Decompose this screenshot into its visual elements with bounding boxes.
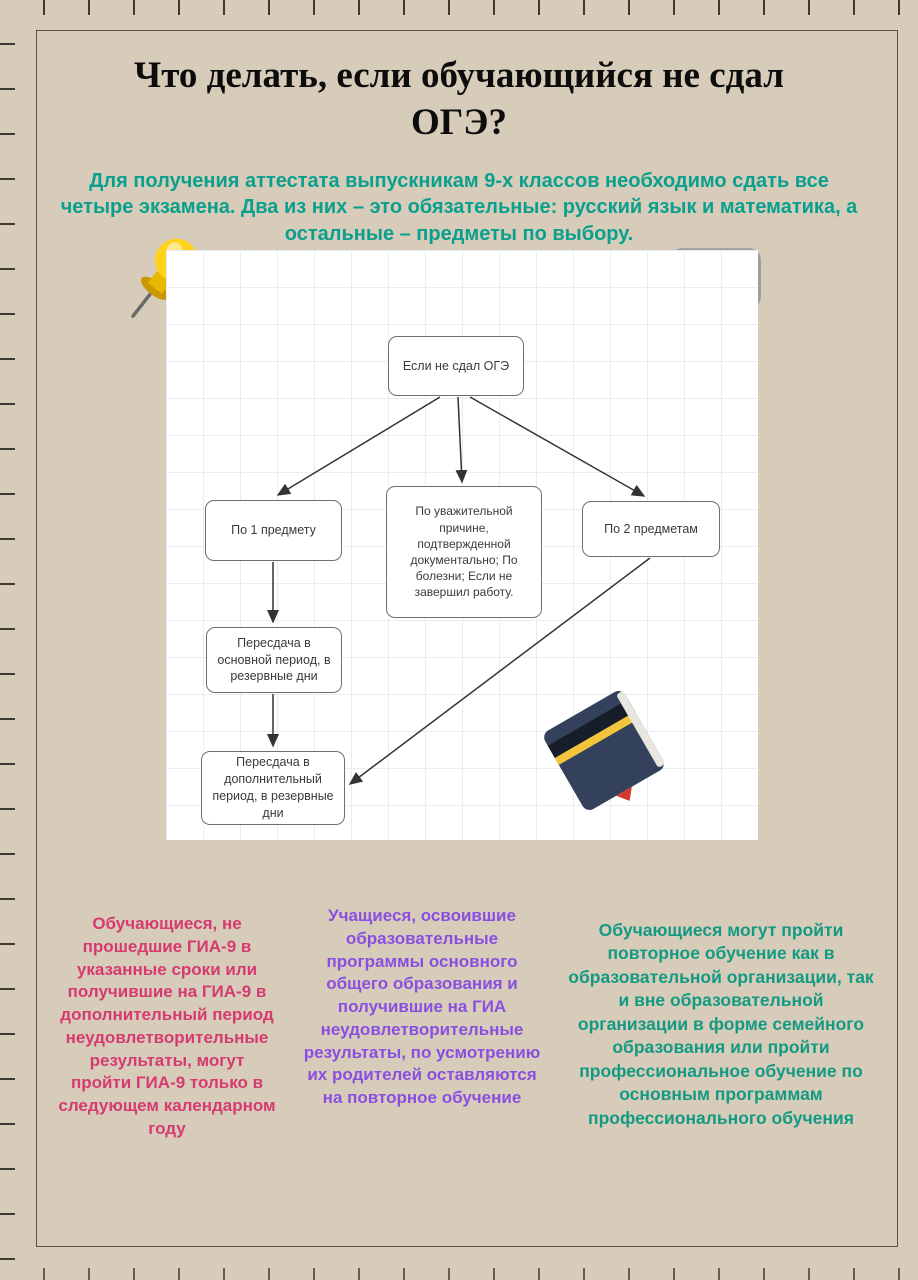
ruler-ticks-left <box>0 0 15 1280</box>
book-icon <box>544 691 665 810</box>
column-repeat-learning: Учащиеся, освоившие образовательные прог… <box>303 906 541 1108</box>
flow-node-retake-additional: Пересдача в дополнительный период, в рез… <box>201 751 345 825</box>
page-title: Что делать, если обучающийся не сдал ОГЭ… <box>134 55 784 144</box>
flow-node-two-subjects: По 2 предметам <box>582 501 720 557</box>
ruler-ticks-bottom <box>0 1268 918 1280</box>
flow-node-one-subject: По 1 предмету <box>205 500 342 561</box>
flowchart-panel: Если не сдал ОГЭ По 1 предмету По уважит… <box>166 250 758 840</box>
ruler-ticks-top <box>0 0 918 15</box>
flow-node-valid-reason: По уважительной причине, подтвержденной … <box>386 486 542 618</box>
flow-node-retake-main: Пересдача в основной период, в резервные… <box>206 627 342 693</box>
flowchart-arrows <box>267 396 651 785</box>
page-frame <box>36 30 898 1247</box>
bottom-columns: Обучающиеся, не прошедшие ГИА-9 в указан… <box>58 905 874 1141</box>
intro-text: Для получения аттестата выпускникам 9-х … <box>60 170 858 245</box>
flow-node-root: Если не сдал ОГЭ <box>388 336 524 396</box>
column-gia-next-year: Обучающиеся, не прошедшие ГИА-9 в указан… <box>58 914 276 1138</box>
column-education-options: Обучающиеся могут пройти повторное обуче… <box>568 920 874 1128</box>
